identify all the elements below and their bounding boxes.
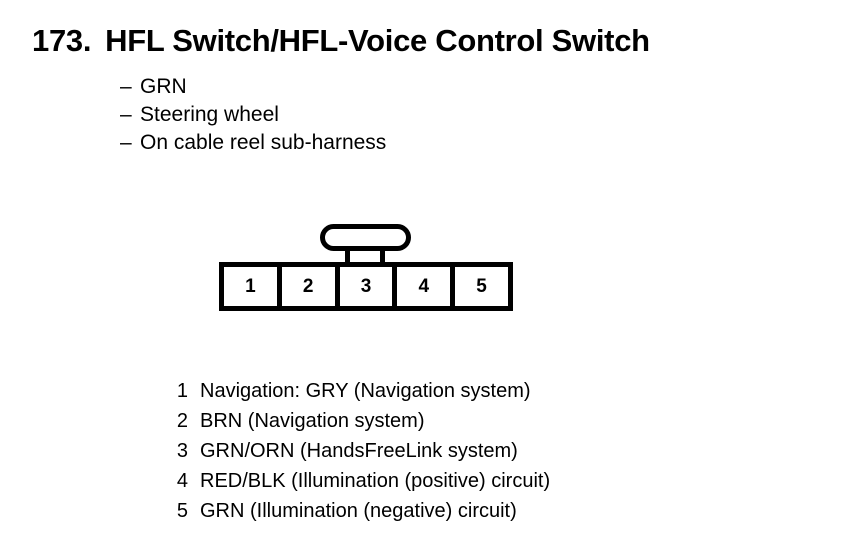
- legend-pin-description: RED/BLK (Illumination (positive) circuit…: [200, 470, 551, 492]
- note-label: GRN: [140, 75, 187, 98]
- cavity-number: 1: [245, 276, 256, 297]
- connector-latch-icon: [320, 224, 411, 251]
- connector-body: 1 2 3 4 5: [219, 262, 513, 311]
- legend-pin-number: 1: [176, 380, 188, 402]
- note-item: – On cable reel sub-harness: [120, 129, 720, 157]
- legend-row: 3 GRN/ORN (HandsFreeLink system): [140, 436, 820, 466]
- cavity-number: 2: [302, 276, 314, 297]
- notes-list: – GRN – Steering wheel – On cable reel s…: [120, 73, 720, 157]
- cavity-number: 4: [418, 276, 430, 297]
- dash-icon: –: [120, 131, 132, 154]
- note-label: Steering wheel: [140, 103, 279, 126]
- legend-row: 2 BRN (Navigation system): [140, 406, 820, 436]
- cavity-number: 3: [360, 276, 372, 297]
- note-label: On cable reel sub-harness: [140, 131, 387, 154]
- connector-latch-neck-left: [345, 249, 350, 265]
- title-text: HFL Switch/HFL-Voice Control Switch: [105, 23, 650, 58]
- connector-cavity: 2: [281, 267, 340, 306]
- note-item: – Steering wheel: [120, 101, 720, 129]
- connector-cavity: 1: [224, 267, 282, 306]
- title-number: 173.: [32, 23, 92, 58]
- dash-icon: –: [120, 103, 132, 126]
- legend-pin-number: 3: [176, 440, 188, 462]
- dash-icon: –: [120, 75, 132, 98]
- connector-diagram: 1 2 3 4 5: [219, 224, 513, 311]
- legend-pin-description: Navigation: GRY (Navigation system): [200, 380, 531, 402]
- page-title: 173. HFL Switch/HFL-Voice Control Switch: [32, 22, 832, 60]
- legend-pin-description: GRN (Illumination (negative) circuit): [200, 500, 517, 522]
- note-item: – GRN: [120, 73, 720, 101]
- legend-row: 4 RED/BLK (Illumination (positive) circu…: [140, 466, 820, 496]
- legend-pin-description: BRN (Navigation system): [200, 410, 425, 432]
- connector-cavity: 3: [339, 267, 398, 306]
- connector-cavity: 5: [455, 267, 508, 306]
- legend-pin-description: GRN/ORN (HandsFreeLink system): [200, 440, 518, 462]
- legend-pin-number: 2: [176, 410, 188, 432]
- connector-latch-neck-right: [380, 249, 385, 265]
- pin-legend: 1 Navigation: GRY (Navigation system) 2 …: [140, 376, 820, 526]
- legend-pin-number: 5: [176, 500, 188, 522]
- connector-cavity: 4: [397, 267, 456, 306]
- legend-pin-number: 4: [176, 470, 188, 492]
- legend-row: 5 GRN (Illumination (negative) circuit): [140, 496, 820, 526]
- cavity-number: 5: [476, 276, 487, 297]
- legend-row: 1 Navigation: GRY (Navigation system): [140, 376, 820, 406]
